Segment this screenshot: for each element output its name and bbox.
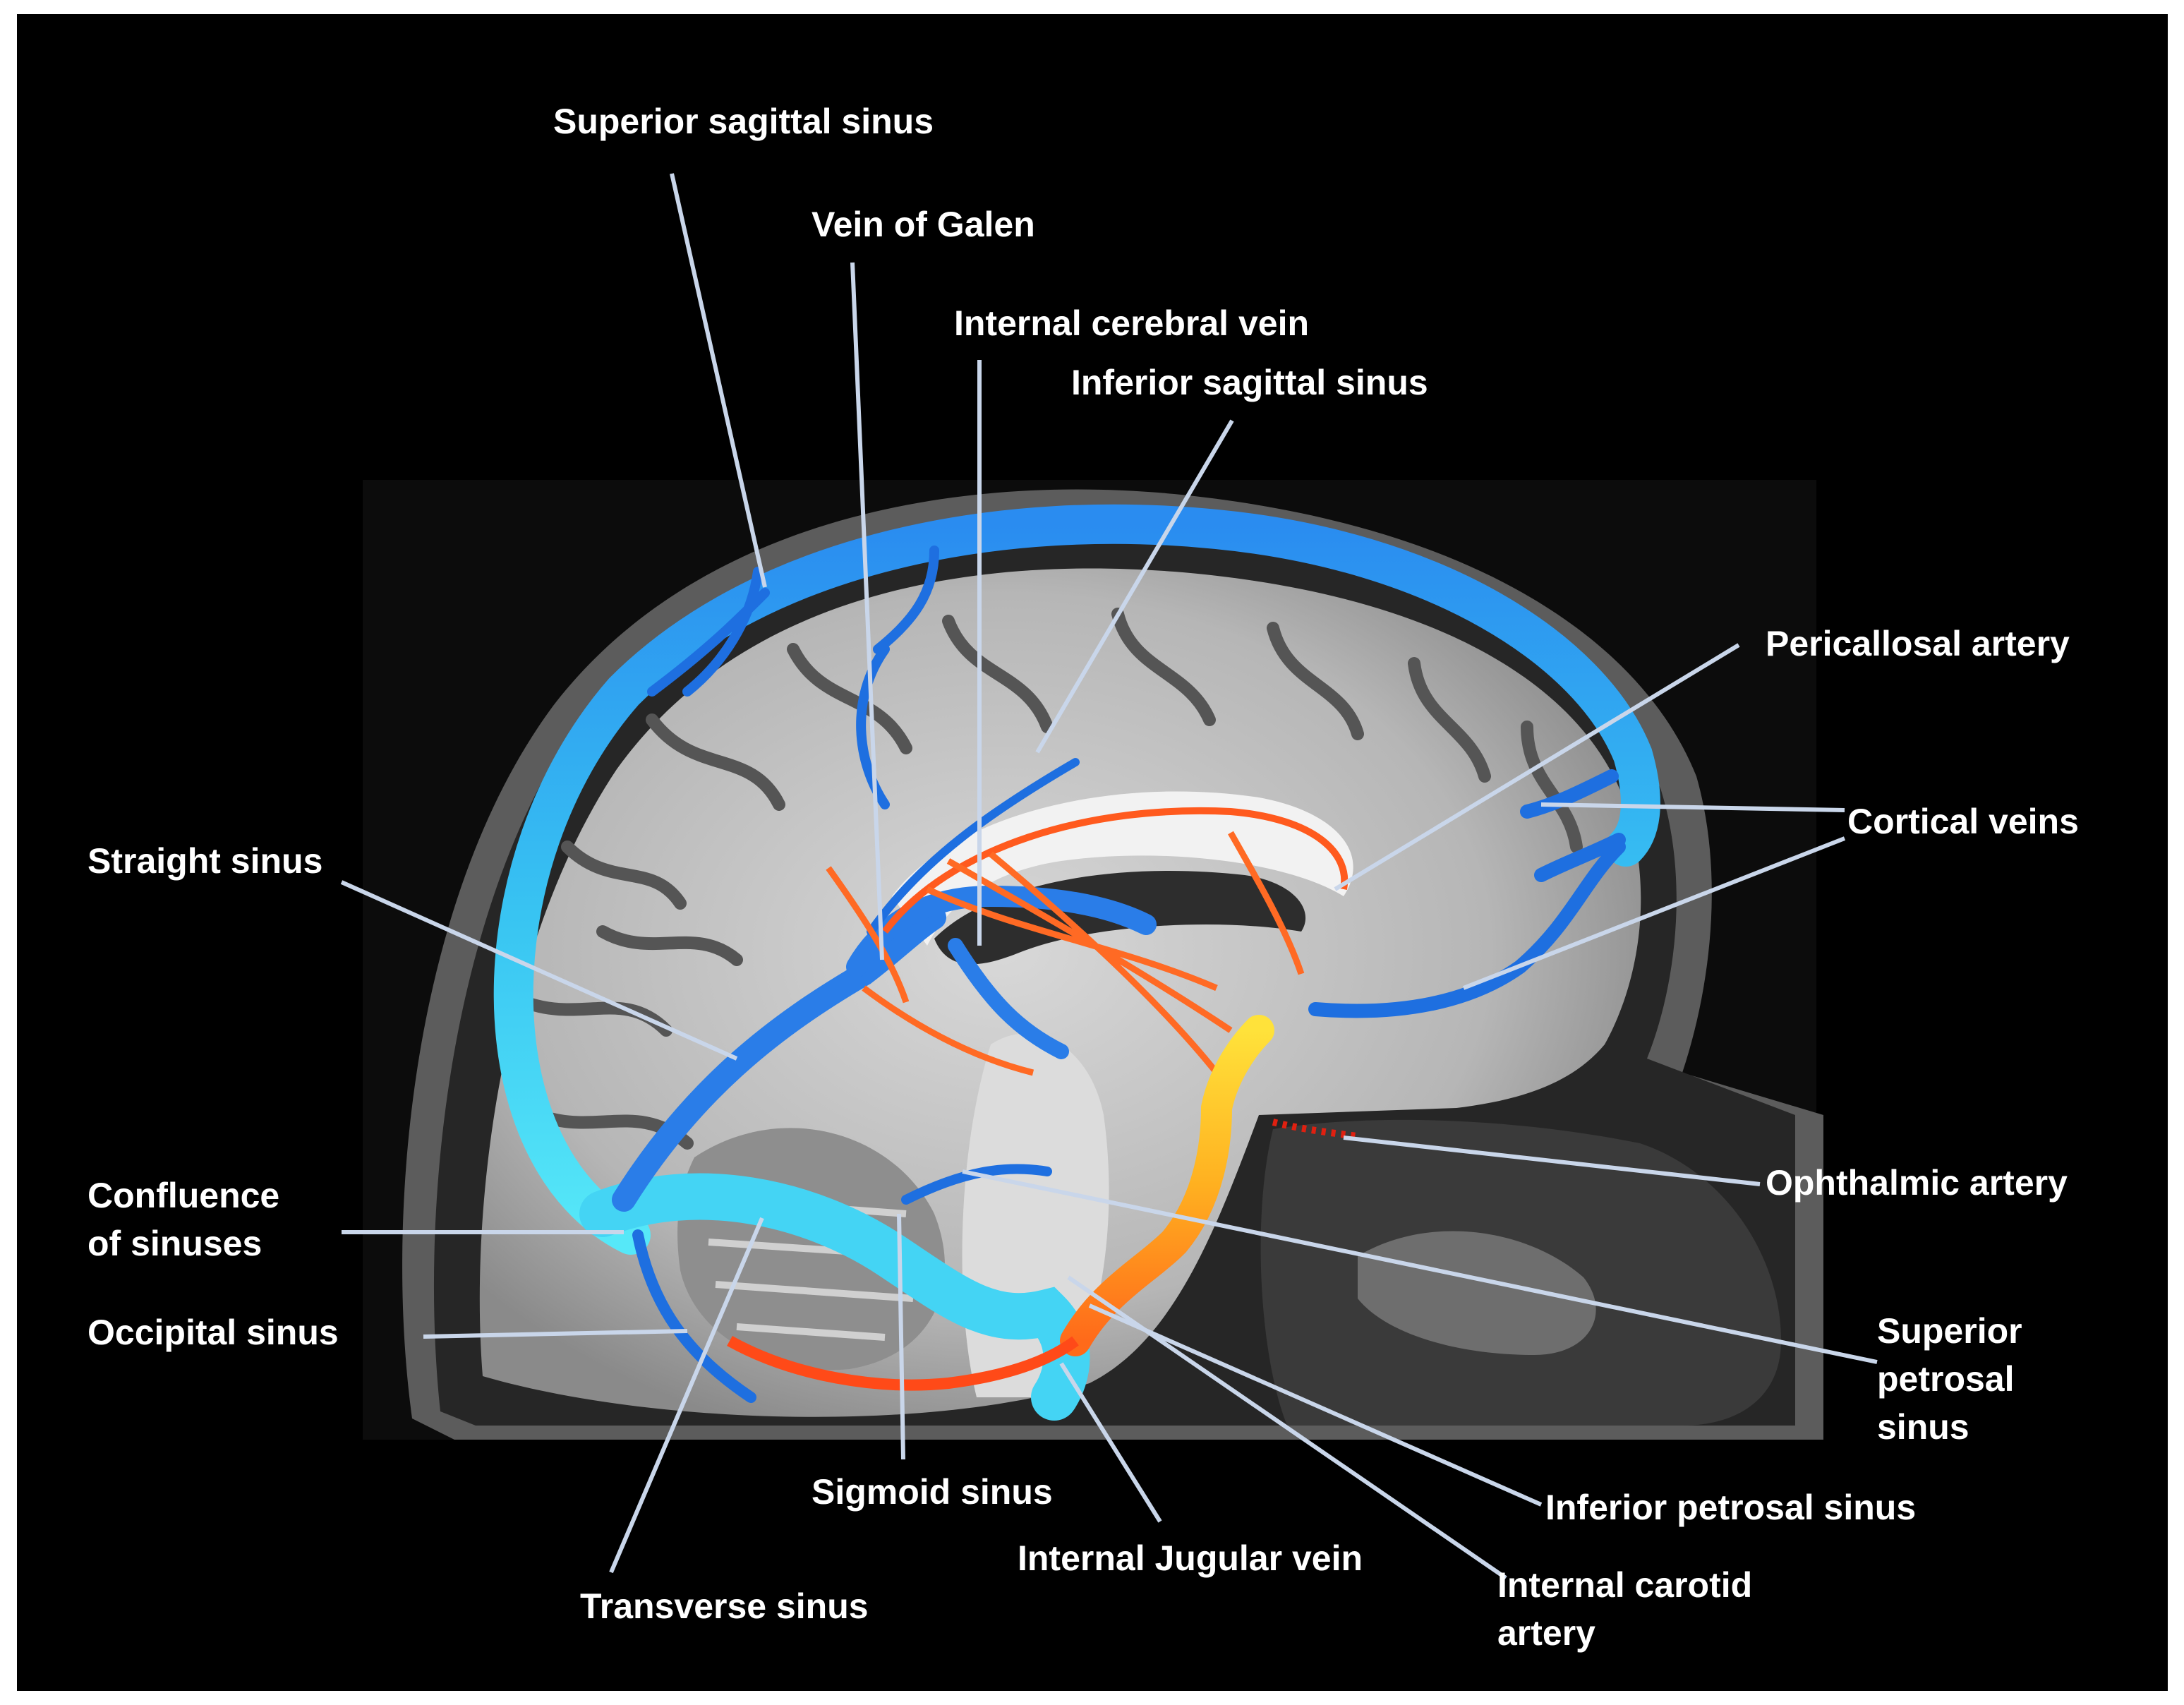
label-superior-petrosal-line2: petrosal — [1877, 1359, 2015, 1399]
superior-petrosal-vessel — [901, 1164, 1052, 1205]
pointer-occipital-sinus — [423, 1329, 688, 1339]
pointer-lines — [340, 173, 1878, 1580]
pointer-straight-sinus — [340, 880, 738, 1061]
occipital-sinus-vessel — [632, 1229, 756, 1403]
label-confluence-line1: Confluence — [88, 1176, 280, 1215]
label-occipital-sinus: Occipital sinus — [88, 1313, 339, 1352]
pointer-inferior-sagittal-sinus — [1035, 419, 1234, 754]
posterior-arteries — [727, 1336, 1079, 1391]
internal-carotid-vessel — [1060, 1015, 1274, 1356]
label-sigmoid-sinus: Sigmoid sinus — [812, 1472, 1053, 1512]
label-vein-of-galen: Vein of Galen — [812, 205, 1035, 244]
label-superior-petrosal-line3: sinus — [1877, 1407, 1969, 1447]
mri-scene — [340, 173, 1878, 1580]
pointer-internal-carotid-artery — [1067, 1275, 1507, 1580]
pointer-vein-of-galen — [850, 262, 884, 960]
label-superior-sagittal-sinus: Superior sagittal sinus — [553, 102, 934, 141]
label-confluence-line2: of sinuses — [88, 1224, 263, 1263]
pointer-transverse-sinus — [609, 1217, 764, 1574]
pointer-inferior-petrosal-sinus — [1088, 1303, 1543, 1507]
label-internal-carotid-line2: artery — [1497, 1613, 1595, 1653]
label-inferior-sagittal-sinus: Inferior sagittal sinus — [1071, 363, 1428, 402]
label-superior-petrosal-line1: Superior — [1877, 1311, 2022, 1351]
internal-cerebral-vein-vessel — [948, 938, 1069, 1059]
pointer-sigmoid-sinus — [897, 1213, 905, 1460]
surface-veins — [647, 546, 939, 809]
label-internal-cerebral-vein: Internal cerebral vein — [954, 303, 1310, 343]
facial-detail — [1358, 1231, 1596, 1355]
brain-sulci — [519, 608, 1583, 1150]
pointer-ophthalmic-artery — [1343, 1135, 1761, 1186]
corpus-callosum — [892, 791, 1353, 946]
label-internal-jugular-vein: Internal Jugular vein — [1018, 1538, 1363, 1578]
label-inferior-petrosal-sinus: Inferior petrosal sinus — [1545, 1488, 1917, 1527]
label-straight-sinus: Straight sinus — [88, 841, 323, 881]
superior-sagittal-sinus-vessel — [493, 504, 1660, 1255]
pointer-pericallosal-artery — [1334, 643, 1740, 891]
arterial-branches — [826, 831, 1305, 1076]
inferior-sagittal-sinus-vessel — [867, 758, 1080, 936]
pointer-superior-petrosal-sinus — [962, 1169, 1878, 1364]
pericallosal-artery-vessel — [882, 807, 1349, 934]
pointer-internal-jugular-vein — [1059, 1362, 1162, 1523]
pointer-superior-sagittal-sinus — [670, 173, 767, 588]
pointer-cortical-veins-2 — [1462, 836, 1846, 990]
venous-system — [493, 504, 1660, 1421]
label-transverse-sinus: Transverse sinus — [580, 1586, 869, 1626]
label-ophthalmic-artery: Ophthalmic artery — [1766, 1163, 2068, 1203]
label-pericallosal-artery: Pericallosal artery — [1766, 624, 2070, 663]
image-frame: Superior sagittal sinus Vein of Galen In… — [17, 14, 2168, 1691]
ophthalmic-artery-vessel — [1272, 1119, 1358, 1140]
label-cortical-veins: Cortical veins — [1847, 802, 2079, 841]
pointer-cortical-veins-1 — [1540, 802, 1845, 812]
label-internal-carotid-line1: Internal carotid — [1497, 1565, 1753, 1605]
straight-sinus-vessel — [612, 905, 946, 1212]
arterial-system — [727, 807, 1358, 1391]
